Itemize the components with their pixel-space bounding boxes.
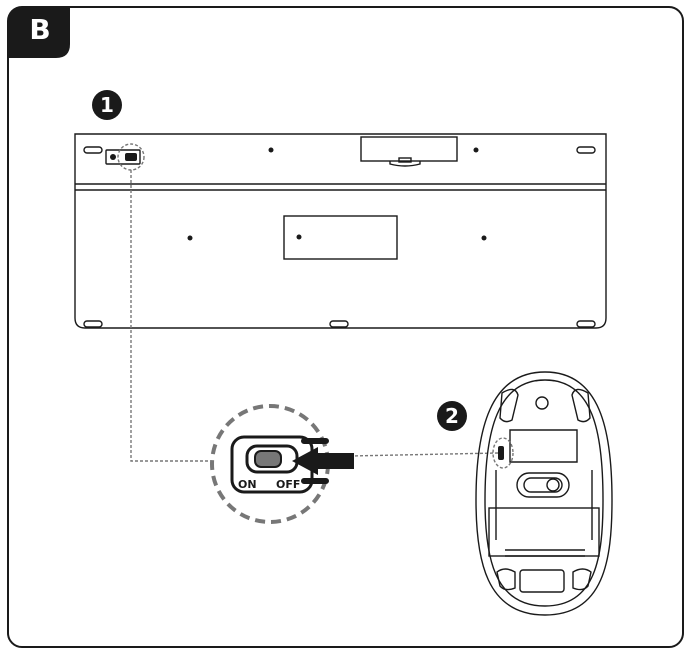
section-letter: B xyxy=(29,13,51,46)
mouse-switch-mark xyxy=(498,446,504,460)
keyboard-connector-line xyxy=(130,170,210,462)
keyboard-underside xyxy=(74,133,607,329)
step-1-badge: 1 xyxy=(92,90,122,120)
mouse-underside xyxy=(475,371,613,616)
mouse-switch-highlight xyxy=(492,437,514,469)
switch-on-label: ON xyxy=(238,478,257,491)
power-switch xyxy=(230,435,314,494)
switch-off-label: OFF xyxy=(276,478,301,491)
keyboard-screws xyxy=(110,147,487,241)
step-2-badge: 2 xyxy=(437,401,467,431)
arrow-icon xyxy=(292,438,354,484)
section-badge xyxy=(8,7,70,58)
